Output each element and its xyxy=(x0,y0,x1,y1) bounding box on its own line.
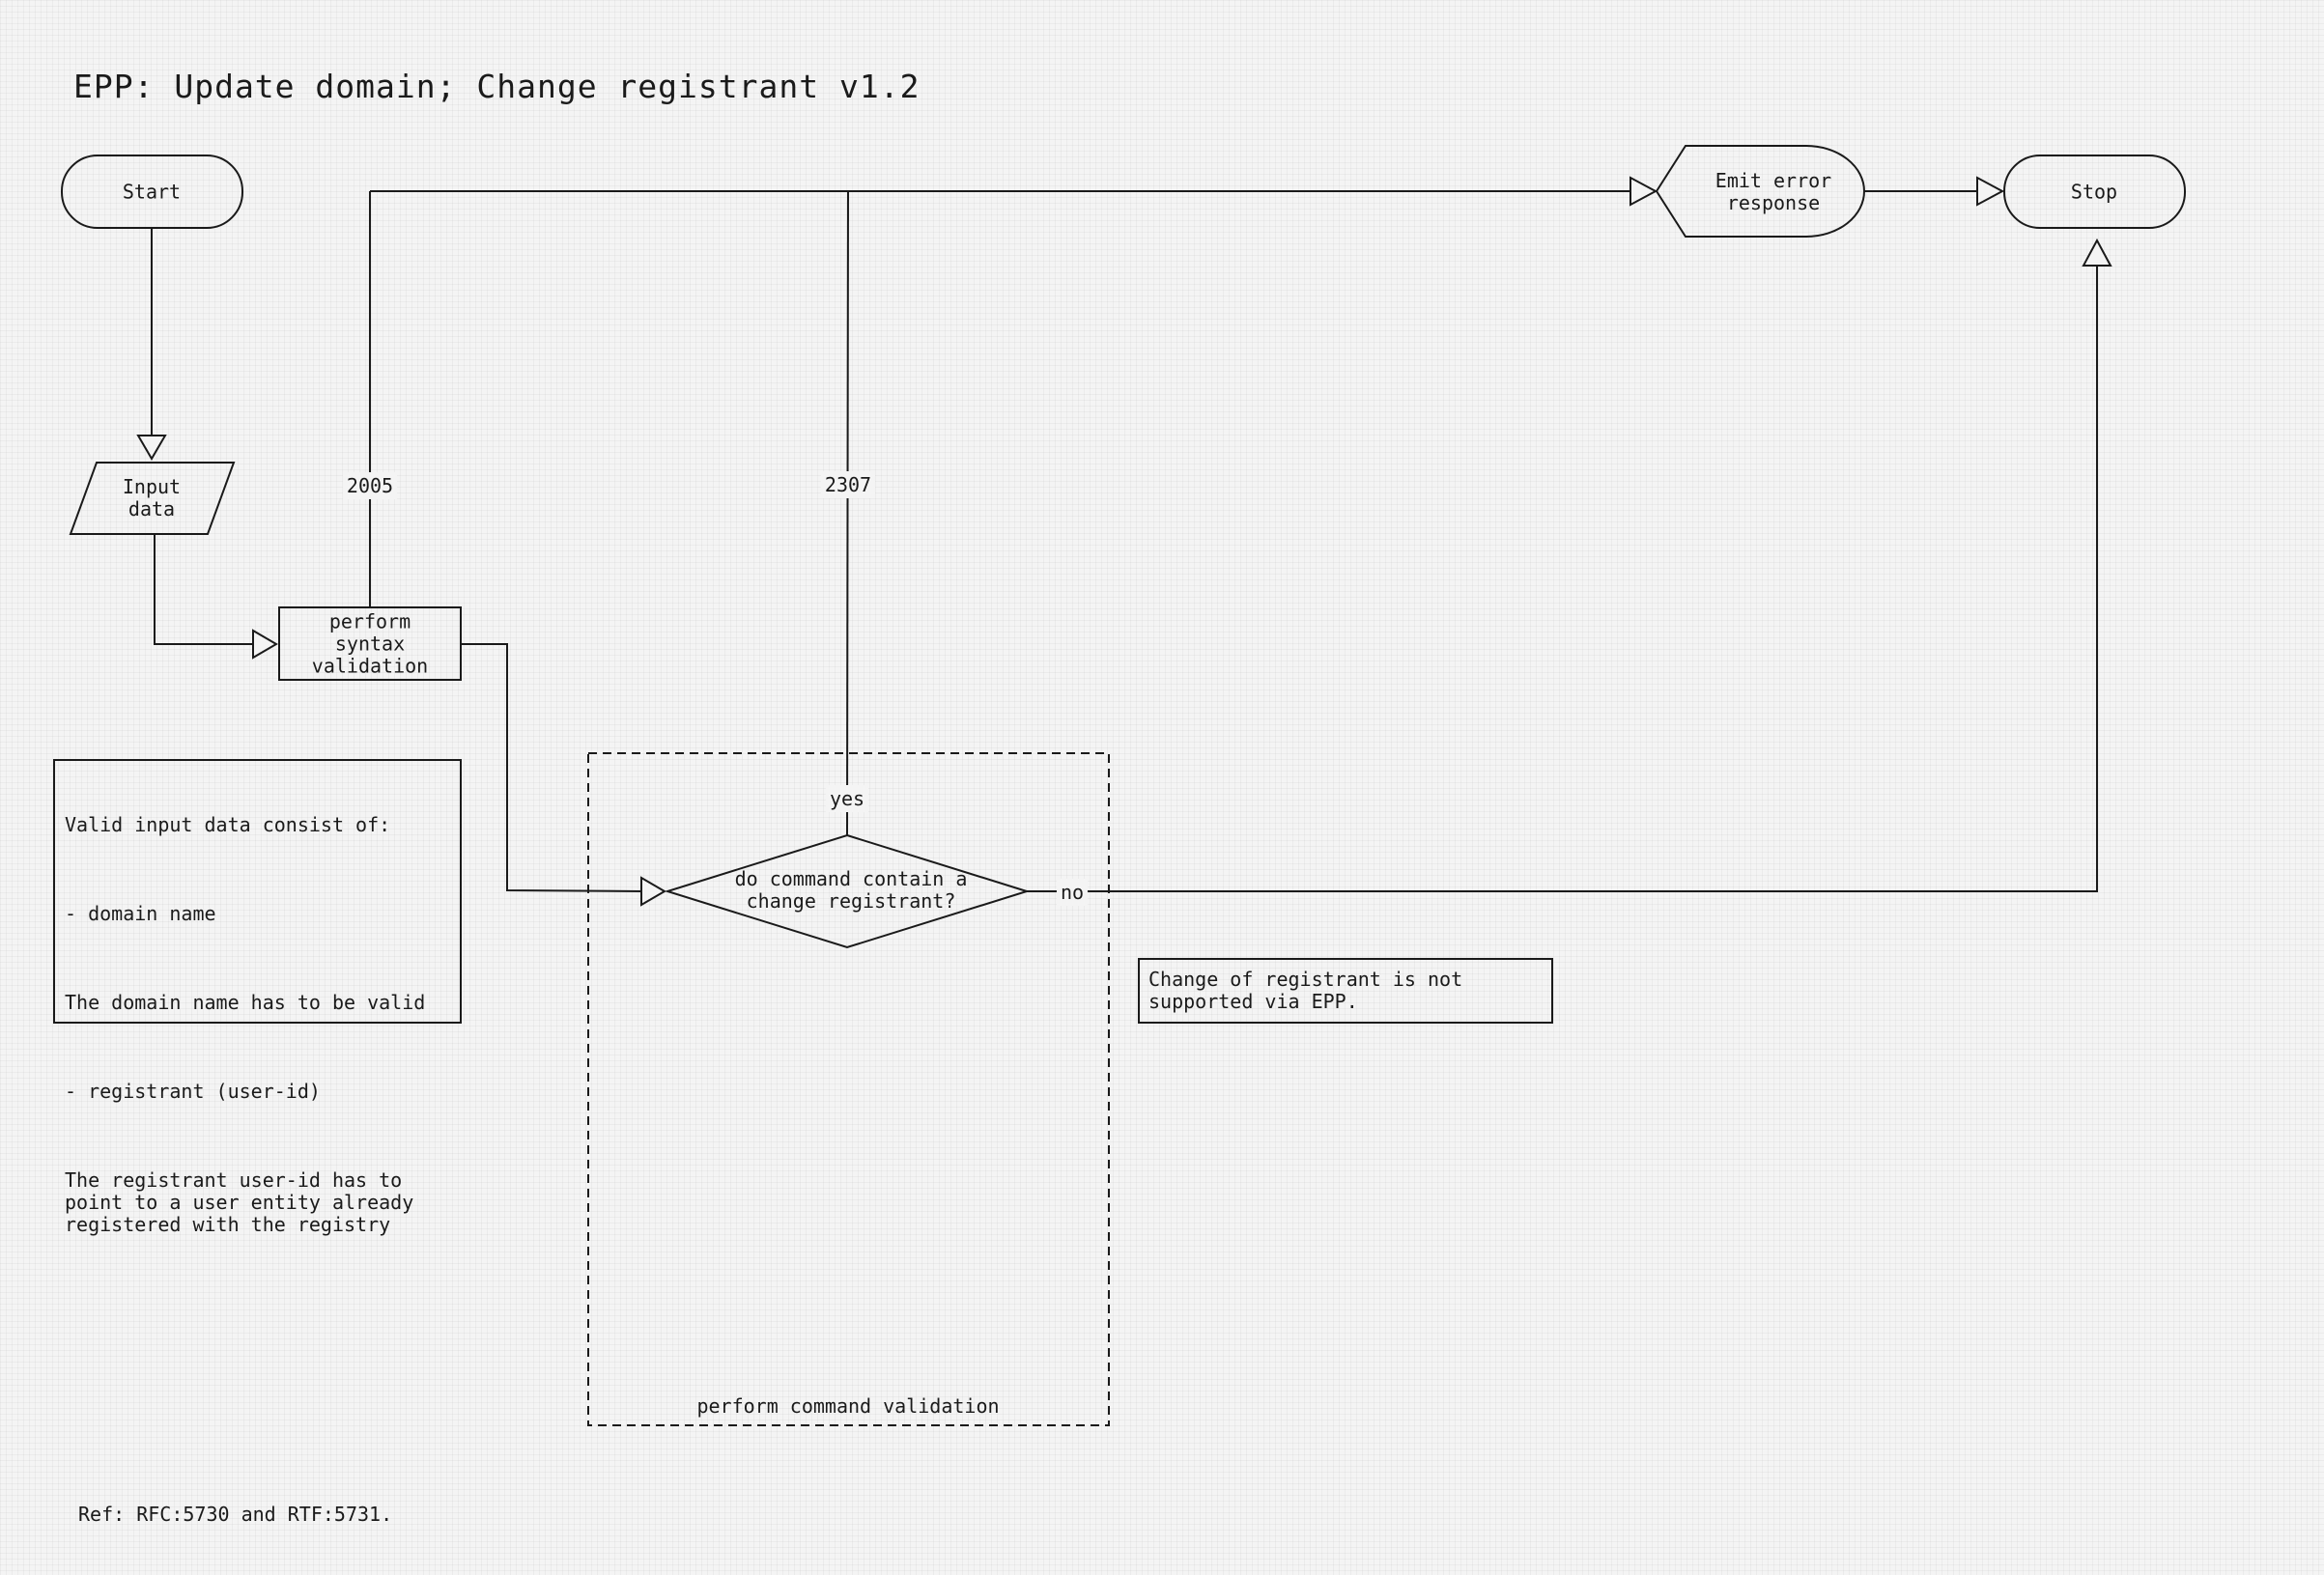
registrant-note-box xyxy=(1138,958,1553,1024)
edge-label-2005: 2005 xyxy=(342,472,398,499)
syntax-node-label: perform syntax validation xyxy=(311,609,429,678)
emit-error-node-label: Emit error response xyxy=(1715,169,1832,214)
arrowhead-input xyxy=(136,435,167,461)
arrowhead-decision xyxy=(640,876,666,907)
arrowhead-emit-error xyxy=(1630,176,1658,207)
start-node-label: Start xyxy=(122,180,182,204)
edge-label-no: no xyxy=(1056,879,1089,906)
arrowhead-syntax xyxy=(252,629,278,660)
edge-input-to-syntax xyxy=(154,534,253,645)
registrant-note: Change of registrant is not supported vi… xyxy=(1148,968,1463,1013)
footer-reference: Ref: RFC:5730 and RTF:5731. xyxy=(78,1503,393,1526)
edge-syntax-to-decision xyxy=(461,643,642,892)
stop-node-label: Stop xyxy=(2070,180,2118,204)
input-rules-note-box xyxy=(53,759,462,1024)
arrowhead-stop-left xyxy=(1976,176,2005,207)
decision-node-label: do command contain a change registrant? xyxy=(734,867,968,913)
input-rules-line: - registrant (user-id) xyxy=(65,1080,321,1103)
arrowhead-stop-bottom xyxy=(2082,238,2112,267)
edge-label-yes: yes xyxy=(825,785,869,812)
input-node-label: Input data xyxy=(122,475,182,520)
edge-decision-no-to-stop xyxy=(1027,266,2098,892)
input-node-shape xyxy=(69,462,236,535)
emit-error-node-shape xyxy=(1655,145,1865,238)
command-validation-group-frame xyxy=(587,752,1110,1426)
edge-decision-2307-up xyxy=(846,190,849,836)
input-rules-line: The domain name has to be valid xyxy=(65,991,426,1014)
input-rules-line: - domain name xyxy=(65,902,216,925)
decision-node-shape xyxy=(664,833,1031,949)
stop-node-shape xyxy=(2003,155,2186,229)
input-rules-line: Valid input data consist of: xyxy=(65,813,391,836)
input-rules-line: The registrant user-id has to point to a… xyxy=(65,1168,414,1236)
page-title: EPP: Update domain; Change registrant v1… xyxy=(73,68,921,105)
command-validation-group-label: perform command validation xyxy=(696,1394,1000,1418)
edge-label-2307: 2307 xyxy=(820,471,876,498)
input-rules-note: Valid input data consist of: - domain na… xyxy=(65,770,425,1280)
